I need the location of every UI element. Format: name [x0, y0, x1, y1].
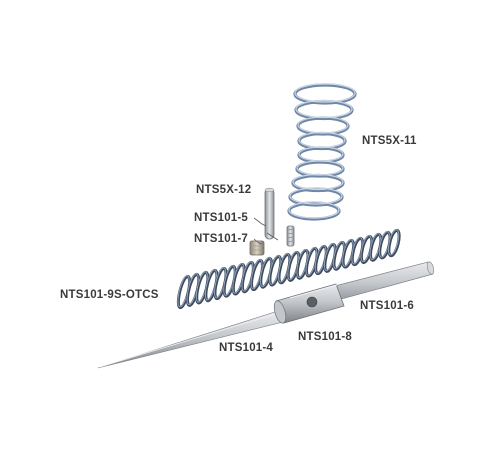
long-compression-spring — [176, 228, 401, 310]
collar — [273, 283, 345, 324]
needle — [97, 310, 284, 369]
leader-lines — [253, 217, 279, 245]
label-nts101-6: NTS101-6 — [360, 300, 415, 312]
label-nts101-4: NTS101-4 — [219, 342, 274, 354]
spring-coil-highlight — [387, 229, 400, 256]
pin — [264, 187, 275, 240]
label-nts101-8: NTS101-8 — [298, 331, 353, 343]
label-nts5x-11: NTS5X-11 — [362, 135, 417, 147]
label-nts5x-12: NTS5X-12 — [196, 184, 252, 196]
large-conical-spring — [287, 83, 357, 221]
nut — [249, 240, 265, 256]
label-nts101-9s-otcs: NTS101-9S-OTCS — [60, 289, 159, 301]
label-nts101-7: NTS101-7 — [194, 233, 249, 245]
set-screw — [286, 225, 295, 247]
label-nts101-5: NTS101-5 — [194, 212, 249, 224]
